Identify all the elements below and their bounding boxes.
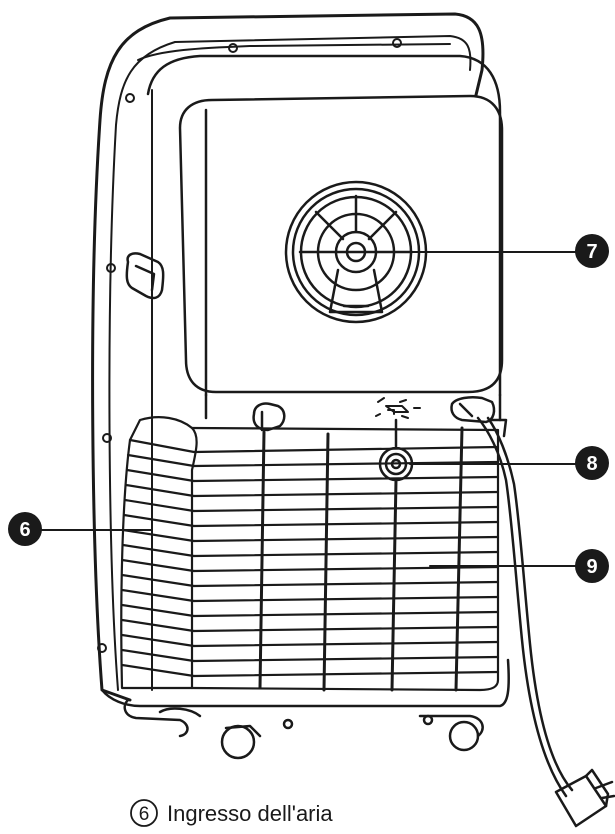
side-handle — [125, 252, 165, 300]
lower-cabinet — [204, 393, 502, 422]
side-screws — [97, 38, 402, 653]
drain-port-left — [252, 402, 286, 432]
callout-8: 8 — [409, 446, 609, 480]
callout-8-badge: 8 — [575, 446, 609, 480]
callout-7-number: 7 — [586, 241, 597, 263]
callout-6-badge: 6 — [8, 512, 42, 546]
power-cord — [476, 416, 574, 798]
base-and-casters — [123, 698, 484, 760]
callout-6: 6 — [8, 512, 153, 546]
power-plug — [554, 768, 615, 828]
cable-hook — [450, 396, 496, 424]
exhaust-fan-grille — [284, 180, 428, 324]
drain-symbol-icon — [375, 397, 421, 419]
air-intake-filter — [120, 416, 500, 692]
legend-text: Ingresso dell'aria — [167, 801, 333, 826]
legend-number: 6 — [139, 804, 150, 825]
callout-7-badge: 7 — [575, 234, 609, 268]
callout-9-badge: 9 — [575, 549, 609, 583]
unit-body — [91, 12, 510, 708]
upper-panel — [146, 54, 504, 397]
callout-8-number: 8 — [586, 453, 597, 475]
callout-7: 7 — [407, 234, 609, 268]
callout-9: 9 — [429, 549, 609, 583]
callout-6-number: 6 — [19, 519, 30, 541]
callout-9-number: 9 — [586, 556, 597, 578]
legend-entry-6: 6 Ingresso dell'aria — [130, 799, 333, 827]
